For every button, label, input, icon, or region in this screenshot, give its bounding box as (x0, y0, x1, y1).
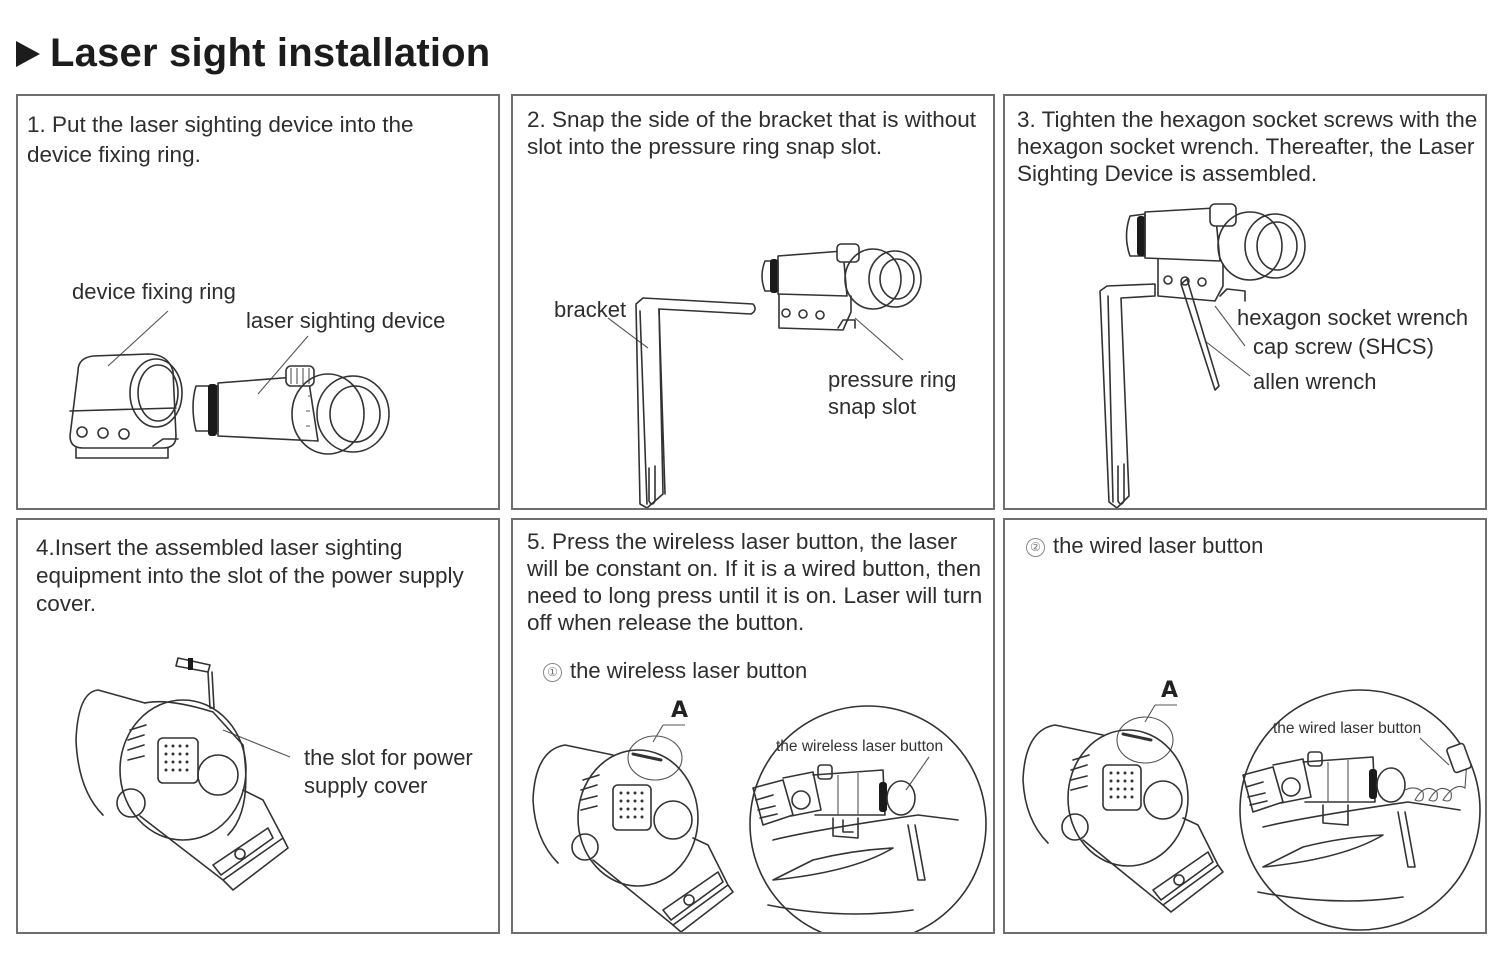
page-title: Laser sight installation (16, 28, 490, 78)
step-3-caption: 3. Tighten the hexagon socket screws wit… (1017, 107, 1478, 186)
leader-line (107, 310, 169, 367)
wireless-button-detail-drawing (749, 705, 987, 932)
label-hexagon-socket-wrench: hexagon socket wrench (1237, 305, 1469, 330)
leader-line (1214, 305, 1246, 347)
step-2-caption: 2. Snap the side of the bracket that is … (527, 107, 977, 159)
step-5-illustration (532, 705, 987, 932)
device-fixing-ring-drawing (69, 353, 183, 459)
wired-button-detail-drawing (1239, 689, 1481, 931)
wireless-subheading-text: the wireless laser button (570, 658, 808, 683)
step-4-panel: 4.Insert the assembled laser sighting eq… (16, 518, 500, 934)
step-1-panel: 1. Put the laser sighting device into th… (16, 94, 500, 510)
wired-detail-label: the wired laser button (1273, 720, 1422, 737)
label-laser-sighting-device: laser sighting device (246, 308, 446, 333)
step-2-panel: 2. Snap the side of the bracket that is … (511, 94, 995, 510)
wireless-button-subheading: ① the wireless laser button (543, 657, 807, 685)
wireless-detail-label: the wireless laser button (776, 738, 944, 755)
laser-sight-assembled-drawing (1125, 203, 1306, 302)
wired-button-drawing (1446, 742, 1472, 774)
laser-sighting-device-drawing (192, 365, 390, 455)
step-4-illustration (75, 657, 291, 891)
leader-line (1419, 737, 1450, 766)
label-cap-screw: cap screw (SHCS) (1253, 334, 1434, 359)
step-6-illustration (1022, 689, 1481, 931)
label-bracket: bracket (554, 297, 627, 322)
leader-line (1204, 340, 1251, 377)
step-1-illustration (69, 310, 390, 459)
power-supply-fixture-drawing (75, 657, 291, 891)
step-5-caption: 5. Press the wireless laser button, the … (527, 529, 983, 635)
step-2-illustration (607, 243, 922, 508)
power-supply-fixture-drawing (532, 724, 734, 932)
callout-a-label: A (671, 698, 689, 723)
callout-a-circle (627, 735, 683, 781)
wired-subheading-text: the wired laser button (1053, 533, 1264, 558)
step-4-caption: 4.Insert the assembled laser sighting eq… (36, 535, 464, 616)
step-3-panel: 3. Tighten the hexagon socket screws wit… (1003, 94, 1487, 510)
callout-a-circle (1116, 716, 1174, 764)
triangle-right-icon (16, 41, 40, 67)
label-slot-line1: the slot for power (304, 745, 473, 770)
label-allen-wrench: allen wrench (1253, 369, 1377, 394)
label-pressure-ring-line2: snap slot (828, 394, 917, 419)
leader-line (854, 317, 904, 361)
callout-a-label: A (1161, 678, 1179, 703)
circled-number-2-icon: ② (1026, 538, 1045, 557)
page-title-text: Laser sight installation (50, 30, 491, 75)
leader-line (257, 335, 309, 395)
power-supply-fixture-drawing (1022, 704, 1224, 913)
step-1-caption: 1. Put the laser sighting device into th… (27, 112, 414, 167)
detail-magnifier-circle (1239, 689, 1481, 931)
bracket-drawing (635, 297, 756, 508)
allen-wrench-drawing (1180, 278, 1220, 391)
label-pressure-ring-line1: pressure ring (828, 367, 957, 392)
step-3-illustration (1099, 203, 1306, 508)
leader-line (607, 317, 649, 349)
laser-sight-with-mount-drawing (761, 243, 922, 331)
label-slot-line2: supply cover (304, 773, 428, 798)
bracket-drawing (1099, 283, 1156, 508)
detail-magnifier-circle (749, 705, 987, 932)
step-5-panel: 5. Press the wireless laser button, the … (511, 518, 995, 934)
label-device-fixing-ring: device fixing ring (72, 279, 236, 304)
step-6-panel: ② the wired laser button A the wired lase… (1003, 518, 1487, 934)
wired-button-subheading: ② the wired laser button (1026, 532, 1263, 560)
circled-number-1-icon: ① (543, 663, 562, 682)
